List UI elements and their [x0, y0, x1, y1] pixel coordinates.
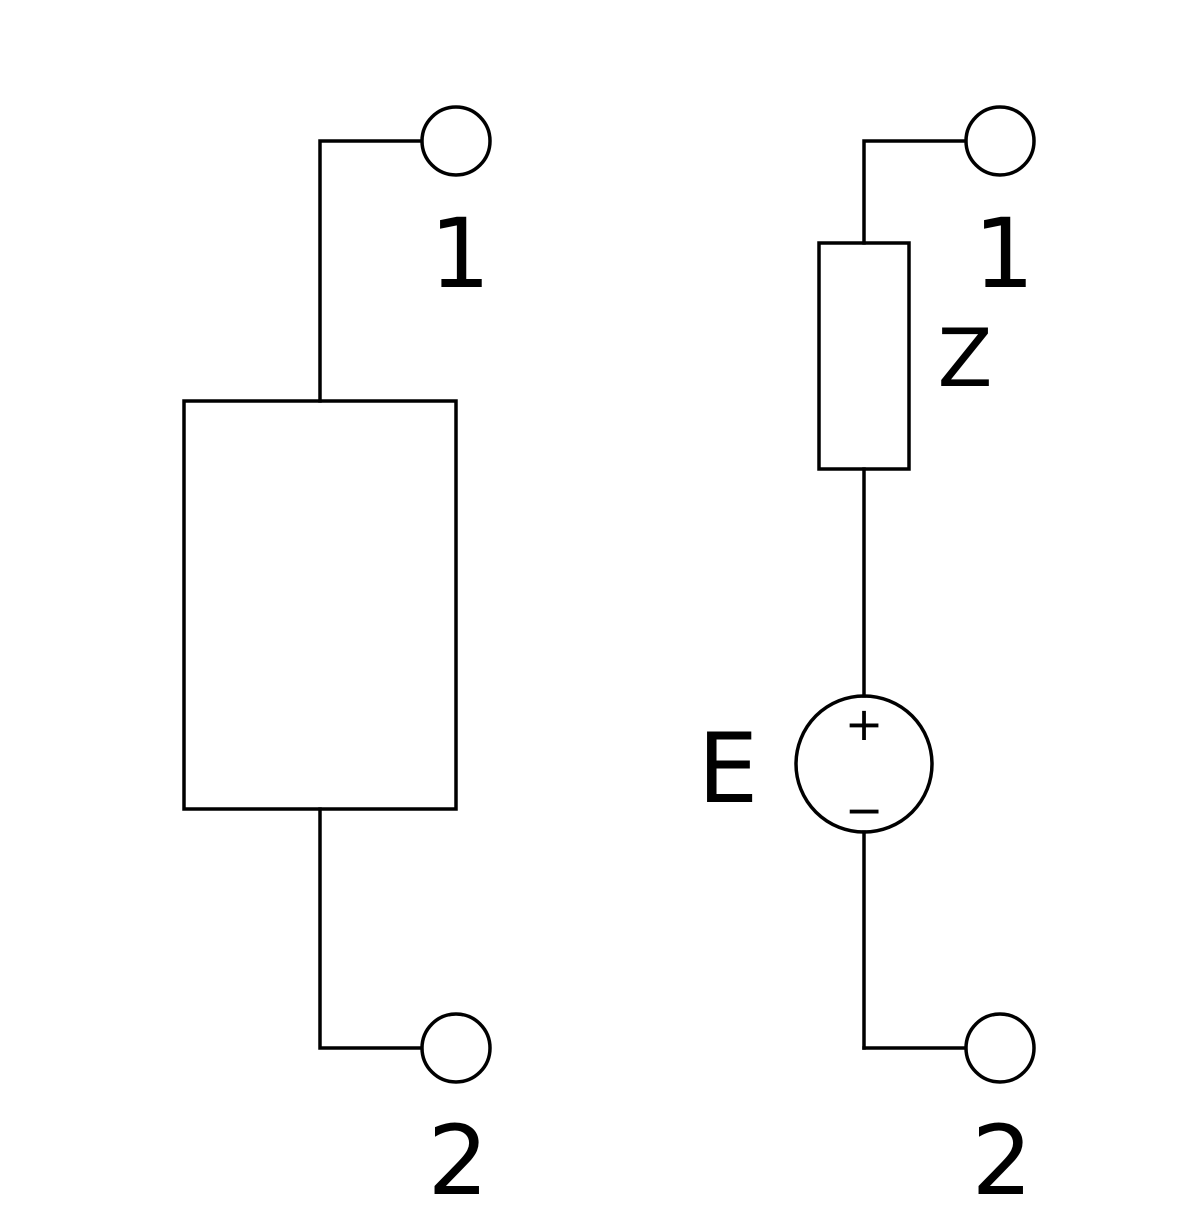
right-network: + − Z E 1 2 — [698, 105, 1036, 1217]
right-terminal-2 — [964, 1012, 1036, 1084]
left-network-box — [182, 399, 458, 811]
left-top-lead — [318, 139, 424, 403]
left-terminal-1-label: 1 — [429, 198, 490, 310]
right-terminal-1-label: 1 — [973, 198, 1034, 310]
right-top-lead — [862, 139, 968, 245]
right-terminal-2-label: 2 — [971, 1105, 1032, 1217]
left-terminal-2-label: 2 — [427, 1105, 488, 1217]
impedance-z — [817, 241, 911, 471]
left-bottom-lead — [318, 807, 424, 1050]
left-terminal-1 — [420, 105, 492, 177]
source-minus-sign: − — [845, 783, 884, 837]
left-terminal-2 — [420, 1012, 492, 1084]
left-network: 1 2 — [182, 105, 492, 1217]
source-plus-sign: + — [845, 697, 884, 751]
impedance-label: Z — [938, 312, 993, 405]
right-terminal-1 — [964, 105, 1036, 177]
source-label: E — [698, 713, 759, 825]
